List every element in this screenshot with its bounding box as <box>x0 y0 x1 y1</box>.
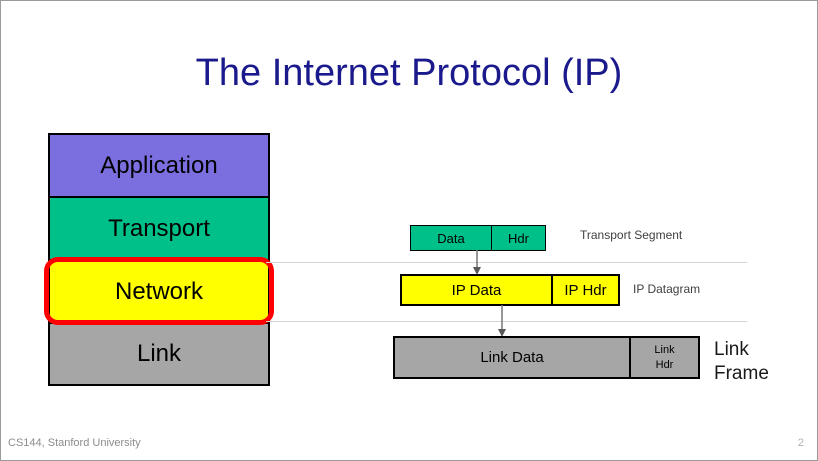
ip-datagram-hdr-cell: IP Hdr <box>551 276 618 304</box>
link-frame-hdr-cell: Link Hdr <box>629 338 698 377</box>
transport-segment-data-label: Data <box>437 230 465 246</box>
stack-layer-link-label: Link <box>136 340 182 367</box>
encapsulation-arrow-ip-to-link <box>498 305 506 337</box>
transport-segment-hdr-cell: Hdr <box>491 226 545 250</box>
transport-segment-data-cell: Data <box>411 226 491 250</box>
stack-layer-network[interactable]: Network <box>50 261 268 324</box>
stack-layer-application-label: Application <box>100 151 218 179</box>
encapsulation-arrow-transport-to-ip <box>473 250 481 275</box>
ip-datagram-caption: IP Datagram <box>633 282 701 296</box>
ip-datagram-hdr-label: IP Hdr <box>564 281 607 299</box>
stack-layer-transport[interactable]: Transport <box>50 198 268 261</box>
link-frame-hdr-label-line1: Link <box>654 343 675 356</box>
ip-datagram-box: IP Data IP Hdr <box>400 274 620 306</box>
stack-layer-transport-label: Transport <box>108 214 210 242</box>
ip-datagram-data-label: IP Data <box>451 281 502 299</box>
stack-layer-network-label: Network <box>114 277 204 305</box>
protocol-stack: Application Transport Network Link <box>48 133 270 386</box>
stack-layer-link[interactable]: Link <box>50 324 268 384</box>
link-frame-data-label: Link Data <box>480 349 544 366</box>
link-frame-caption-line1: Link <box>714 339 749 360</box>
transport-segment-box: Data Hdr <box>410 225 546 251</box>
link-frame-box: Link Data Link Hdr <box>393 336 700 379</box>
link-frame-hdr-label-line2: Hdr <box>655 358 674 371</box>
ip-datagram-data-cell: IP Data <box>402 276 551 304</box>
link-frame-caption: Link Frame <box>714 338 769 386</box>
link-frame-caption-line2: Frame <box>714 362 769 384</box>
guide-line-bottom <box>266 321 747 322</box>
page-title: The Internet Protocol (IP) <box>195 52 623 94</box>
transport-segment-hdr-label: Hdr <box>508 230 529 246</box>
footer-course-label: CS144, Stanford University <box>8 437 141 449</box>
transport-segment-caption: Transport Segment <box>580 228 683 242</box>
guide-line-top <box>266 262 747 263</box>
link-frame-data-cell: Link Data <box>395 338 629 377</box>
stack-layer-application[interactable]: Application <box>50 135 268 198</box>
footer-page-number: 2 <box>797 437 804 449</box>
